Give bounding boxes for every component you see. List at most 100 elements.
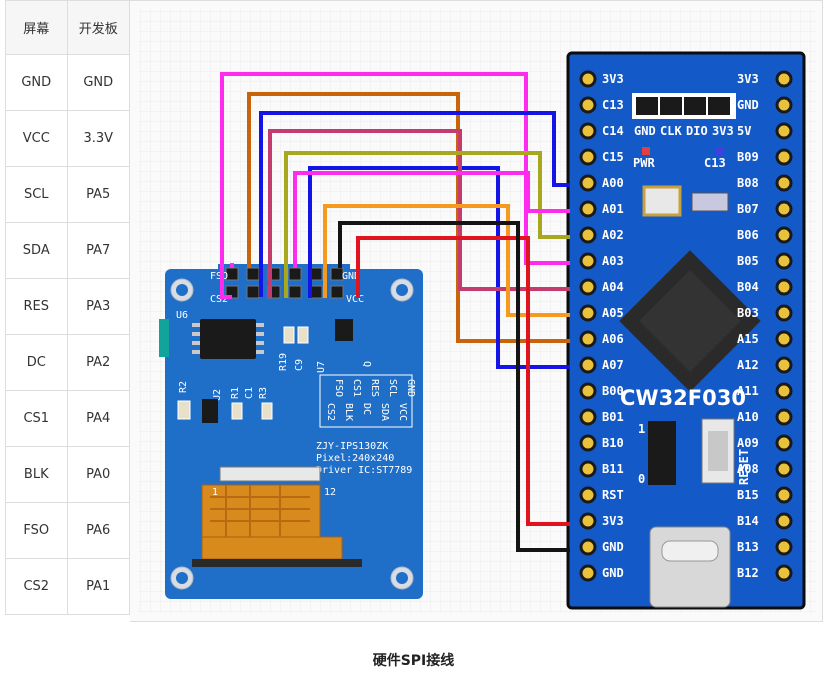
right-pin-dot (775, 564, 793, 582)
board-pin-cell: PA6 (66, 502, 130, 559)
screen-pin-cell: FSO (5, 502, 68, 559)
left-pin-label: GND (602, 566, 624, 580)
right-pin-dot (775, 486, 793, 504)
left-pin-label: C13 (602, 98, 624, 112)
screen-pin-cell: DC (5, 334, 68, 391)
right-pin-dot (775, 148, 793, 166)
left-pin-label: B00 (602, 384, 624, 398)
ref-u2: U2 (212, 389, 223, 401)
silk-label: CS2 (325, 403, 336, 421)
left-pin-dot (579, 538, 597, 556)
right-pin-label: B12 (737, 566, 759, 580)
right-pin-dot (775, 382, 793, 400)
wire-red (356, 236, 570, 526)
table-header-board: 开发板 (66, 0, 130, 55)
board-pin-cell: PA1 (66, 558, 130, 615)
lcd-pin-label-cs2: CS2 (210, 294, 228, 305)
lcd-driver-text: Driver IC:ST7789 (316, 465, 412, 476)
board-pin-cell: GND (66, 54, 130, 111)
left-pin-label: A02 (602, 228, 624, 242)
left-pin-dot (579, 226, 597, 244)
wiring-diagram: FSO GND CS2 VCC U6 R19 C9 U7 Q R2 U2 R1 … (130, 0, 823, 622)
screen-pin-cell: CS2 (5, 558, 68, 615)
ref-r1: R1 (230, 387, 241, 399)
right-pin-label: B14 (737, 514, 759, 528)
right-pin-label: B08 (737, 176, 759, 190)
left-pin-dot (579, 96, 597, 114)
right-pin-dot (775, 96, 793, 114)
right-pin-label: 5V (737, 124, 751, 138)
right-pin-label: B15 (737, 488, 759, 502)
wire-black (338, 221, 570, 552)
left-pin-dot (579, 564, 597, 582)
left-pin-dot (579, 382, 597, 400)
left-pin-label: B01 (602, 410, 624, 424)
right-pin-dot (775, 278, 793, 296)
screen-pin-cell: SDA (5, 222, 68, 279)
silk-label: FSO (333, 379, 344, 397)
header-label: CLK (660, 124, 682, 138)
header-label: 3V3 (712, 124, 734, 138)
silk-label: SDA (379, 403, 390, 421)
table-header-row: 屏幕 开发板 (5, 0, 130, 55)
left-pin-label: A06 (602, 332, 624, 346)
left-pin-label: A04 (602, 280, 624, 294)
left-pin-label: A03 (602, 254, 624, 268)
silk-label: CS1 (351, 379, 362, 397)
ref-u6: U6 (176, 310, 188, 321)
right-pin-dot (775, 434, 793, 452)
fpc-connector: 1 12 (192, 466, 362, 567)
silk-label: RES (369, 379, 380, 397)
right-pin-dot (775, 460, 793, 478)
ref-r19: R19 (278, 353, 289, 371)
silk-label: DC (361, 403, 372, 415)
left-pin-dot (579, 434, 597, 452)
jumper-label-1: 1 (638, 422, 645, 436)
right-pin-label: B13 (737, 540, 759, 554)
right-pin-dot (775, 512, 793, 530)
left-pin-label: A07 (602, 358, 624, 372)
wiring-diagram-canvas: FSO GND CS2 VCC U6 R19 C9 U7 Q R2 U2 R1 … (130, 1, 822, 621)
fpc-pin-1: 1 (212, 487, 218, 498)
left-pin-dot (579, 122, 597, 140)
right-pin-dot (775, 174, 793, 192)
right-pin-dot (775, 408, 793, 426)
left-pin-dot (579, 174, 597, 192)
right-pin-dot (775, 200, 793, 218)
left-pin-label: GND (602, 540, 624, 554)
right-pin-label: A08 (737, 462, 759, 476)
left-pin-dot (579, 148, 597, 166)
table-header-screen: 屏幕 (5, 0, 68, 55)
wire-magenta (220, 72, 570, 299)
right-pin-label: B09 (737, 150, 759, 164)
mcu-chip (619, 250, 761, 392)
silk-label: SCL (387, 379, 398, 397)
lcd-pin-label-gnd: GND (342, 271, 360, 282)
left-pin-dot (579, 330, 597, 348)
ref-q: Q (361, 361, 372, 367)
left-pin-dot (579, 252, 597, 270)
right-pin-label: A15 (737, 332, 759, 346)
board-pin-cell: PA7 (66, 222, 130, 279)
board-pin-cell: 3.3V (66, 110, 130, 167)
lcd-pixel-text: Pixel:240x240 (316, 453, 394, 464)
left-pin-dot (579, 278, 597, 296)
wire-blue (308, 166, 570, 369)
right-pin-label: B07 (737, 202, 759, 216)
left-pin-dot (579, 70, 597, 88)
right-pin-dot (775, 226, 793, 244)
silk-label: GND (405, 379, 416, 397)
right-pin-dot (775, 538, 793, 556)
right-pin-dot (775, 70, 793, 88)
left-pin-label: 3V3 (602, 514, 624, 528)
jumper-label-0: 0 (638, 472, 645, 486)
wire-orange-brown (247, 92, 570, 343)
left-pin-label: A01 (602, 202, 624, 216)
board-pin-cell: PA2 (66, 334, 130, 391)
